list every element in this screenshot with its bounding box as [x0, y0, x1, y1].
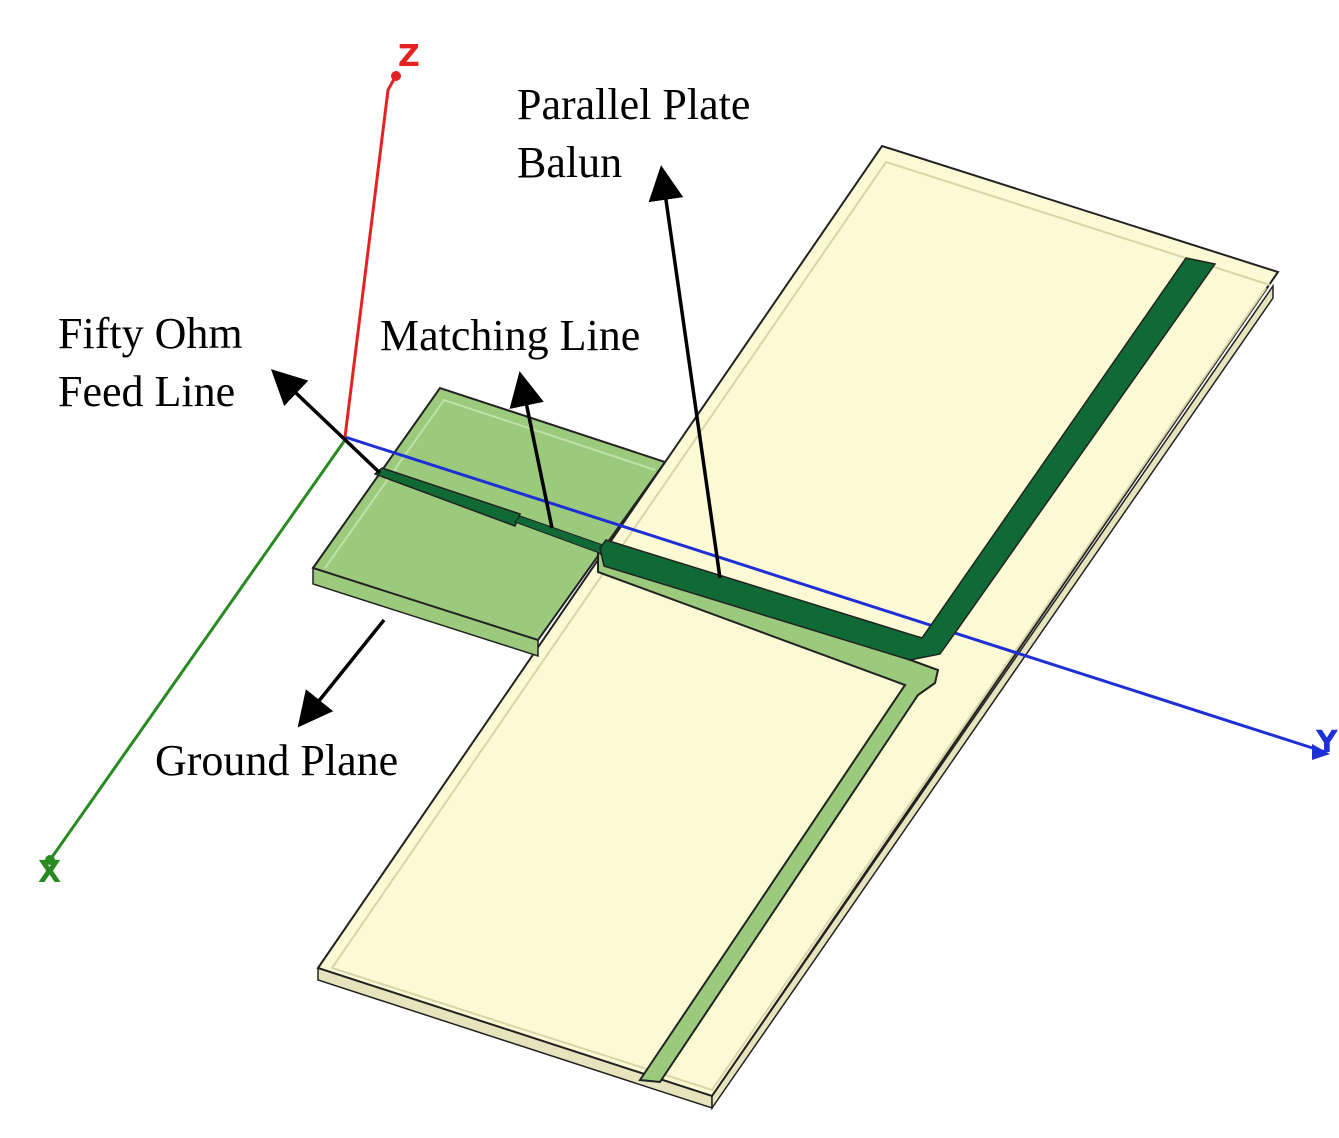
ground-plane-arrow: [297, 618, 386, 728]
balun-arrow: [648, 165, 722, 579]
y-axis-line: [344, 435, 1326, 754]
matching-line-label: Matching Line: [380, 311, 641, 360]
x-axis-label: X: [38, 855, 61, 890]
x-axis-end-icon: [45, 855, 55, 865]
fifty-ohm-feed-line: [373, 467, 522, 527]
feed-line-label-line-1: Fifty Ohm: [58, 309, 243, 358]
balun-label-line-1: Parallel Plate: [517, 80, 751, 129]
z-axis-end-icon: [391, 71, 401, 81]
balun-top-strip: [599, 257, 1217, 661]
balun-label-line-2: Balun: [517, 138, 623, 187]
balun-label: Parallel Plate Balun: [517, 76, 750, 192]
z-axis-line: [343, 71, 400, 438]
matching-line-arrow: [509, 371, 554, 529]
top-traces: [373, 257, 1217, 661]
y-axis-label: Y: [1315, 725, 1339, 760]
y-axis-end-icon: [1312, 744, 1330, 760]
z-axis-label: Z: [398, 39, 420, 74]
feed-line-label: Fifty Ohm Feed Line: [58, 305, 243, 421]
feed-line-label-line-2: Feed Line: [58, 367, 236, 416]
feed-line-arrow: [270, 369, 382, 475]
ground-plane-label: Ground Plane: [155, 736, 399, 785]
x-axis-line: [48, 439, 347, 861]
